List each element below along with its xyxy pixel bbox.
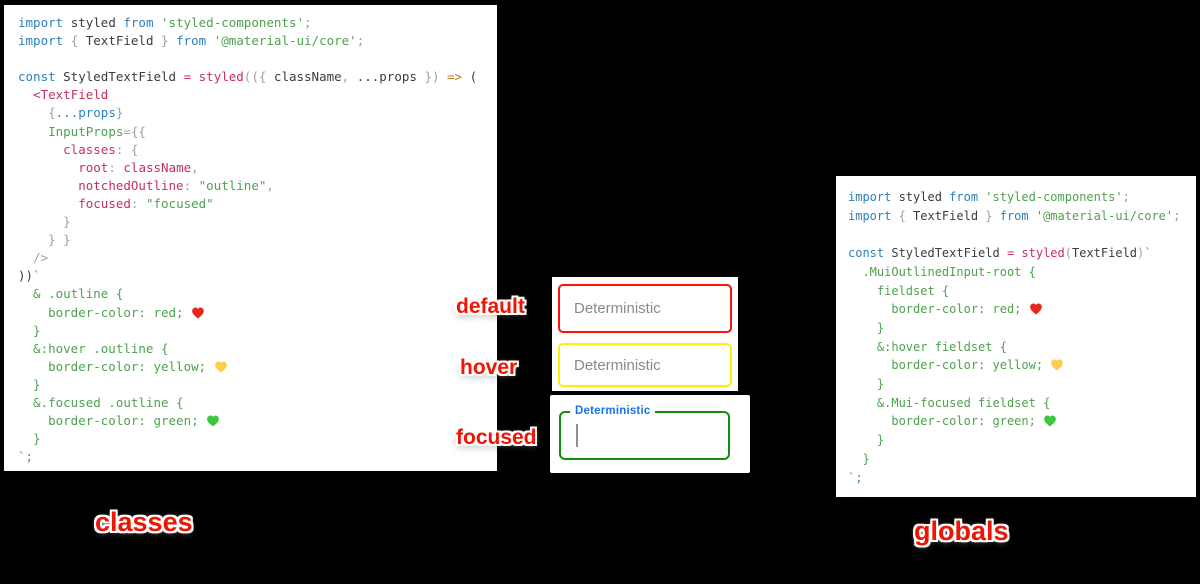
code-line: const StyledTextField = styled(TextField… bbox=[848, 246, 1152, 261]
code-line: {...props} bbox=[48, 105, 124, 121]
code-line: border-color: yellow; bbox=[18, 358, 497, 376]
code-line: /> bbox=[18, 250, 49, 266]
code-line: root: className, bbox=[78, 159, 199, 175]
code-line: border-color: yellow; bbox=[848, 356, 1196, 375]
heart-red-icon bbox=[1029, 302, 1043, 316]
code-line: } bbox=[848, 320, 885, 335]
code-line: } bbox=[848, 433, 885, 448]
code-line bbox=[848, 225, 1196, 244]
code-line: } bbox=[18, 214, 71, 230]
code-line: &:hover .outline { bbox=[18, 340, 169, 356]
hover-textfield-input[interactable] bbox=[560, 345, 730, 385]
code-line: classes: { bbox=[63, 141, 139, 157]
code-line: focused: "focused" bbox=[78, 195, 214, 211]
textfield-demo-card-focused: Deterministic bbox=[550, 395, 750, 473]
code-line: border-color: red; bbox=[848, 300, 1196, 319]
code-line: border-color: red; bbox=[18, 304, 497, 322]
code-line: } bbox=[848, 451, 870, 466]
default-textfield[interactable] bbox=[558, 284, 732, 333]
code-line: import styled from 'styled-components'; bbox=[848, 190, 1130, 204]
code-line: <TextField bbox=[33, 87, 109, 103]
code-line: border-color: green; bbox=[18, 412, 497, 430]
heart-green-icon bbox=[206, 413, 220, 428]
code-line: } bbox=[18, 322, 41, 338]
code-line: InputProps={{ bbox=[48, 123, 146, 139]
heart-red-icon bbox=[191, 305, 205, 320]
heart-yellow-icon bbox=[1050, 358, 1064, 372]
focused-textfield[interactable]: Deterministic bbox=[559, 404, 730, 460]
code-panel-classes: import styled from 'styled-components'; i… bbox=[4, 5, 497, 471]
floating-label: Deterministic bbox=[570, 404, 656, 419]
code-line: & .outline { bbox=[18, 286, 124, 302]
annotation-hover: hover bbox=[460, 356, 518, 379]
code-line: notchedOutline: "outline", bbox=[78, 177, 274, 193]
code-line: ))` bbox=[18, 268, 41, 284]
heart-yellow-icon bbox=[214, 359, 228, 374]
code-panel-globals: import styled from 'styled-components'; i… bbox=[836, 176, 1196, 497]
code-line: .MuiOutlinedInput-root { bbox=[848, 264, 1036, 279]
code-line: `; bbox=[848, 470, 863, 485]
annotation-default: default bbox=[456, 295, 525, 318]
heart-green-icon bbox=[1043, 414, 1057, 428]
code-line: } bbox=[848, 377, 885, 392]
code-line: import { TextField } from '@material-ui/… bbox=[848, 208, 1181, 223]
code-line: `; bbox=[18, 449, 34, 465]
annotation-focused: focused bbox=[456, 426, 537, 449]
code-line: &.Mui-focused fieldset { bbox=[848, 395, 1051, 410]
text-cursor bbox=[576, 424, 578, 447]
code-line: } bbox=[18, 376, 41, 392]
code-line: fieldset { bbox=[848, 283, 950, 298]
caption-classes: classes bbox=[95, 507, 193, 537]
code-line: } } bbox=[18, 232, 71, 248]
code-line: import { TextField } from '@material-ui/… bbox=[18, 33, 365, 49]
caption-globals: globals bbox=[914, 516, 1009, 546]
hover-textfield[interactable] bbox=[558, 343, 732, 387]
textfield-demo-card bbox=[552, 277, 738, 391]
code-line bbox=[18, 50, 497, 68]
code-line: import styled from 'styled-components'; bbox=[18, 15, 312, 30]
code-line: &.focused .outline { bbox=[18, 394, 184, 410]
default-textfield-input[interactable] bbox=[560, 286, 730, 331]
code-line: border-color: green; bbox=[848, 412, 1196, 431]
code-line: const StyledTextField = styled(({ classN… bbox=[18, 69, 478, 85]
code-line: &:hover fieldset { bbox=[848, 339, 1007, 354]
code-line: } bbox=[18, 431, 41, 447]
